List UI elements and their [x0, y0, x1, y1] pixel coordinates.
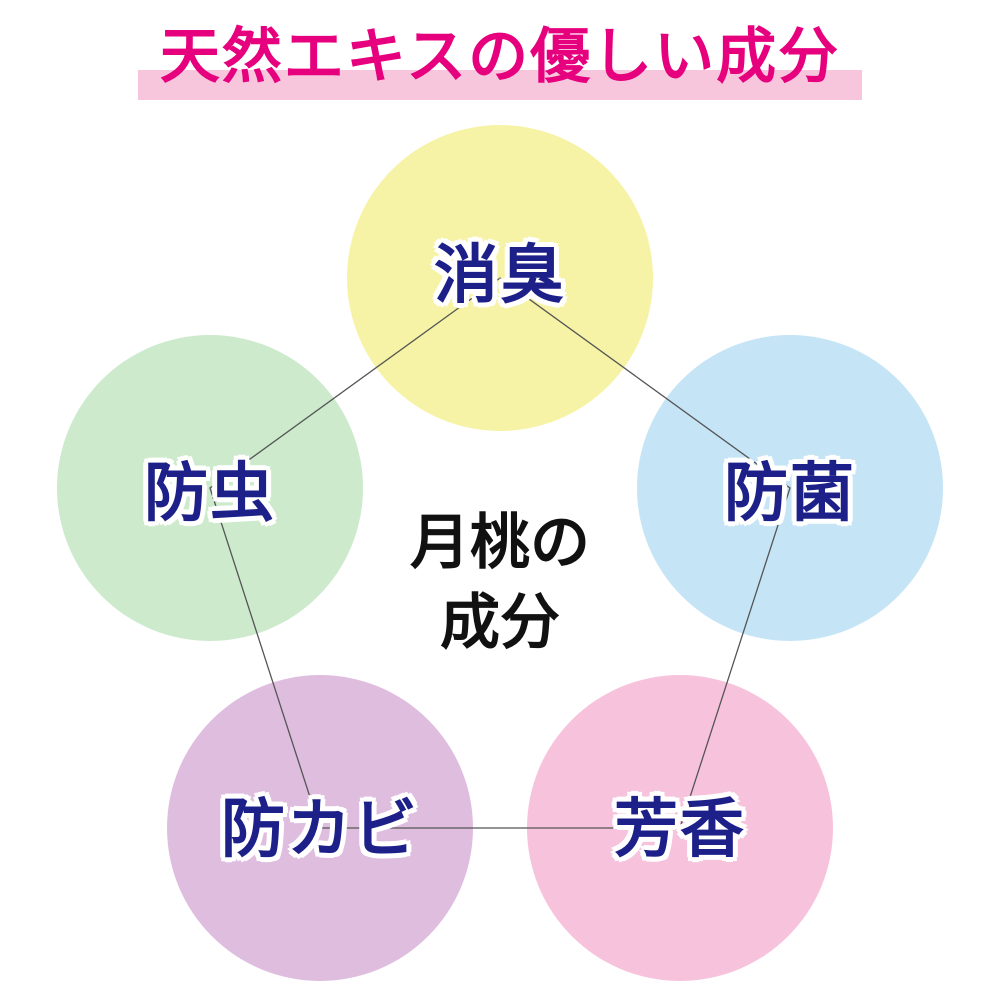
node-label-antibacterial: 防菌: [724, 457, 856, 531]
pentagon-connector: [209, 277, 791, 829]
center-label-line2: 成分: [440, 588, 560, 658]
node-label-deodorize: 消臭: [434, 239, 566, 313]
page-title: 天然エキスの優しい成分: [159, 22, 841, 92]
title-highlight-band: [138, 70, 862, 100]
center-label-line1: 月桃の: [410, 508, 590, 578]
node-label-fragrance: 芳香: [614, 793, 746, 867]
node-label-insect-repellent: 防虫: [144, 457, 276, 531]
title-area: 天然エキスの優しい成分: [138, 18, 862, 100]
node-label-antimold: 防カビ: [221, 793, 419, 867]
center-label: 月桃の 成分: [410, 503, 590, 663]
